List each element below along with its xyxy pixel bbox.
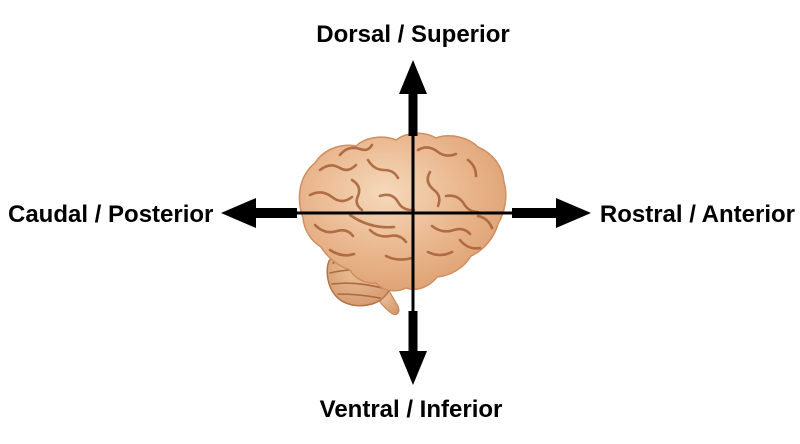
label-dorsal-superior: Dorsal / Superior	[316, 21, 510, 48]
left-arrow-icon	[221, 198, 297, 228]
axes	[221, 60, 591, 385]
brain-image	[298, 132, 507, 316]
up-arrow-icon	[399, 60, 427, 136]
label-ventral-inferior: Ventral / Inferior	[319, 396, 503, 423]
label-rostral-anterior: Rostral / Anterior	[599, 201, 795, 228]
right-arrow-icon	[512, 198, 591, 228]
label-caudal-posterior: Caudal / Posterior	[8, 201, 214, 228]
down-arrow-icon	[399, 311, 427, 385]
